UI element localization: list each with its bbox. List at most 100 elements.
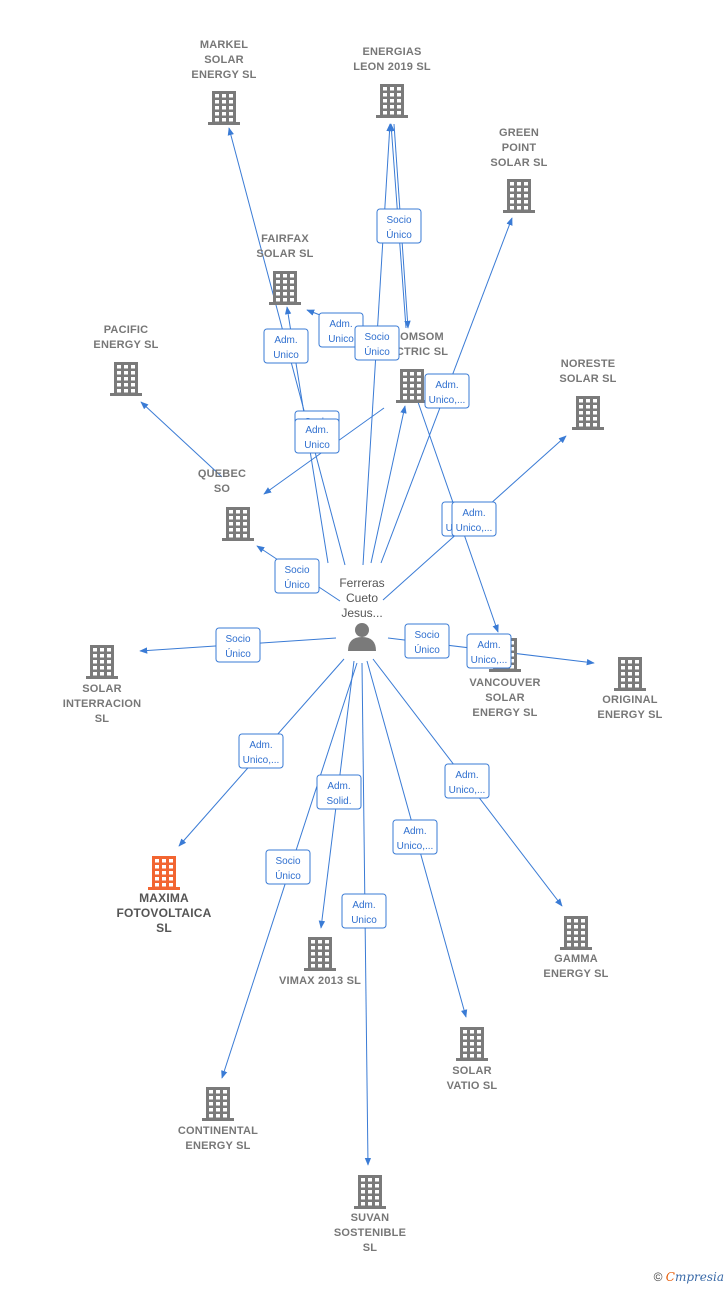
relation-text: Adm. [329, 319, 352, 330]
company-node-vimax[interactable]: VIMAX 2013 SL [279, 937, 361, 987]
brand-name: mpresia [674, 1270, 724, 1284]
relation-box-frame [341, 893, 387, 929]
building-icon[interactable] [396, 369, 428, 403]
building-icon[interactable] [202, 1087, 234, 1121]
relation-label-ferreras-fairfax[interactable]: Adm.Unico [263, 328, 309, 364]
company-label-green_point-line: GREEN [499, 127, 539, 139]
building-icon[interactable] [304, 937, 336, 971]
company-label-vancouver-line: VANCOUVER [469, 677, 540, 689]
building-icon[interactable] [572, 396, 604, 430]
relation-text: Solid. [326, 796, 351, 807]
company-label-vimax-line: VIMAX 2013 SL [279, 975, 361, 987]
relation-label-ferreras-vimax[interactable]: Adm.Solid. [316, 774, 362, 810]
relation-text: Unico,... [429, 395, 466, 406]
building-icon[interactable] [148, 856, 180, 890]
relation-label-tomsom-vancouver[interactable]: Adm.Unico,... [424, 373, 470, 409]
relation-box-frame [451, 501, 497, 537]
building-icon[interactable] [560, 916, 592, 950]
person-label-line: Jesus... [341, 606, 382, 620]
relation-label-stacked-2[interactable]: Adm. Unico,... [466, 633, 512, 669]
building-icon[interactable] [86, 645, 118, 679]
relation-box-frame [215, 627, 261, 663]
company-label-fairfax-line: SOLAR SL [256, 248, 313, 260]
building-icon[interactable] [376, 84, 408, 118]
footer-brand[interactable]: © Cmpresia [654, 1270, 724, 1284]
company-label-noreste-line: SOLAR SL [559, 373, 616, 385]
company-label-gamma-line: GAMMA [554, 953, 598, 965]
person-label-line: Cueto [346, 591, 378, 605]
relation-text: Adm. [477, 640, 500, 651]
relation-label-ferreras-solar_vatio[interactable]: Adm.Unico,... [392, 819, 438, 855]
relation-text: Unico,... [471, 655, 508, 666]
relation-text: Único [275, 869, 301, 882]
relation-text: Socio [275, 856, 300, 867]
building-icon[interactable] [614, 657, 646, 691]
relation-label-ferreras-suvan[interactable]: Adm.Unico [341, 893, 387, 929]
building-icon[interactable] [269, 271, 301, 305]
relation-text: Único [414, 643, 440, 656]
relation-text: Único [284, 578, 310, 591]
relation-box-frame [263, 328, 309, 364]
company-label-markel-line: ENERGY SL [191, 69, 256, 81]
company-label-tomsom-line: CTRIC SL [396, 346, 448, 358]
relation-box-frame [238, 733, 284, 769]
company-node-tomsom[interactable]: OMSOM CTRIC SL [396, 331, 448, 403]
company-label-maxima-line: MAXIMA [139, 891, 189, 905]
building-icon[interactable] [222, 507, 254, 541]
company-label-vancouver-line: SOLAR [485, 692, 525, 704]
relation-label-ferreras-gamma[interactable]: Adm.Unico,... [444, 763, 490, 799]
relation-box-frame [466, 633, 512, 669]
building-icon[interactable] [208, 91, 240, 125]
relation-text: Adm. [274, 335, 297, 346]
relation-text: Único [386, 228, 412, 241]
company-label-tomsom-line: OMSOM [400, 331, 444, 343]
relation-text: Unico,... [449, 785, 486, 796]
relation-label-tomsom-quebec[interactable]: Adm.Unico [294, 418, 340, 454]
company-label-quebec-line: QUEBEC [198, 468, 246, 480]
relation-label-ferreras-noreste[interactable]: Adm.Unico,... [451, 501, 497, 537]
relation-text: Unico,... [456, 523, 493, 534]
relation-label-tomsom-fairfax[interactable]: Adm.Unico [318, 312, 364, 348]
person-icon[interactable] [348, 623, 376, 651]
relation-labels-layer: SocioÚnicoAdm.Unico,...Adm.Unico,...Soci… [215, 208, 512, 929]
building-icon[interactable] [110, 362, 142, 396]
company-label-tomsom: OMSOM CTRIC SL [396, 331, 448, 358]
relation-text: Socio [386, 215, 411, 226]
relation-text: Adm. [403, 826, 426, 837]
building-icon[interactable] [354, 1175, 386, 1209]
building-icon[interactable] [456, 1027, 488, 1061]
relation-label-ferreras-maxima[interactable]: Adm.Unico,... [238, 733, 284, 769]
building-icon[interactable] [503, 179, 535, 213]
company-label-pacific-line: ENERGY SL [93, 339, 158, 351]
relation-box-frame [404, 623, 450, 659]
